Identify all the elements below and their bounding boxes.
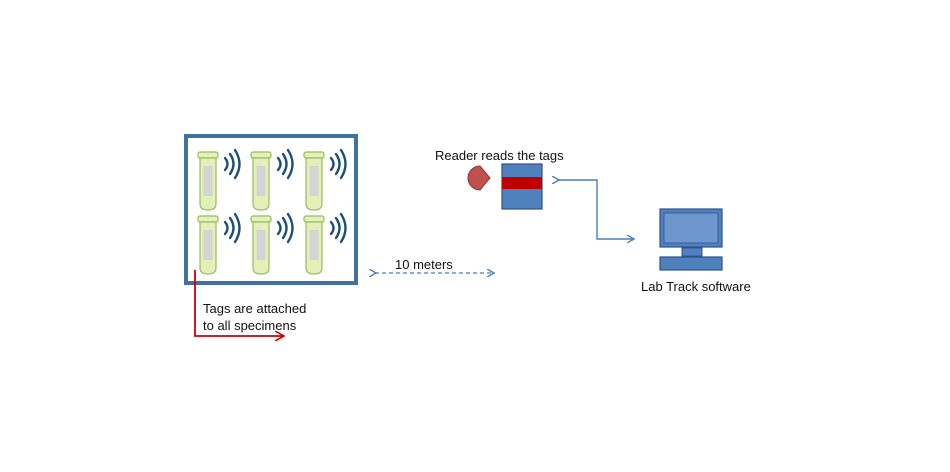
tags-label-line1: Tags are attached bbox=[203, 301, 306, 316]
software-label: Lab Track software bbox=[641, 279, 751, 294]
specimen-tube-icon bbox=[303, 215, 325, 275]
reader-label: Reader reads the tags bbox=[435, 148, 564, 163]
rfid-signal-icon bbox=[276, 212, 294, 244]
reader-antenna-icon bbox=[467, 165, 491, 191]
reader-computer-connector bbox=[558, 180, 633, 239]
tagged-specimens bbox=[197, 148, 347, 275]
rfid-signal-icon bbox=[223, 212, 241, 244]
computer-icon bbox=[659, 208, 723, 271]
specimen-tube-icon bbox=[303, 151, 325, 211]
rfid-signal-icon bbox=[329, 148, 347, 180]
distance-label: 10 meters bbox=[395, 257, 453, 272]
specimen-tube-icon bbox=[197, 215, 219, 275]
rfid-signal-icon bbox=[276, 148, 294, 180]
specimen-tube-icon bbox=[250, 215, 272, 275]
specimen-tube-icon bbox=[250, 151, 272, 211]
rfid-signal-icon bbox=[223, 148, 241, 180]
rfid-signal-icon bbox=[329, 212, 347, 244]
specimen-tube-icon bbox=[197, 151, 219, 211]
tags-callout-arrow bbox=[194, 270, 283, 336]
tags-label-line2: to all specimens bbox=[203, 318, 297, 333]
rfid-reader-icon bbox=[501, 163, 543, 210]
